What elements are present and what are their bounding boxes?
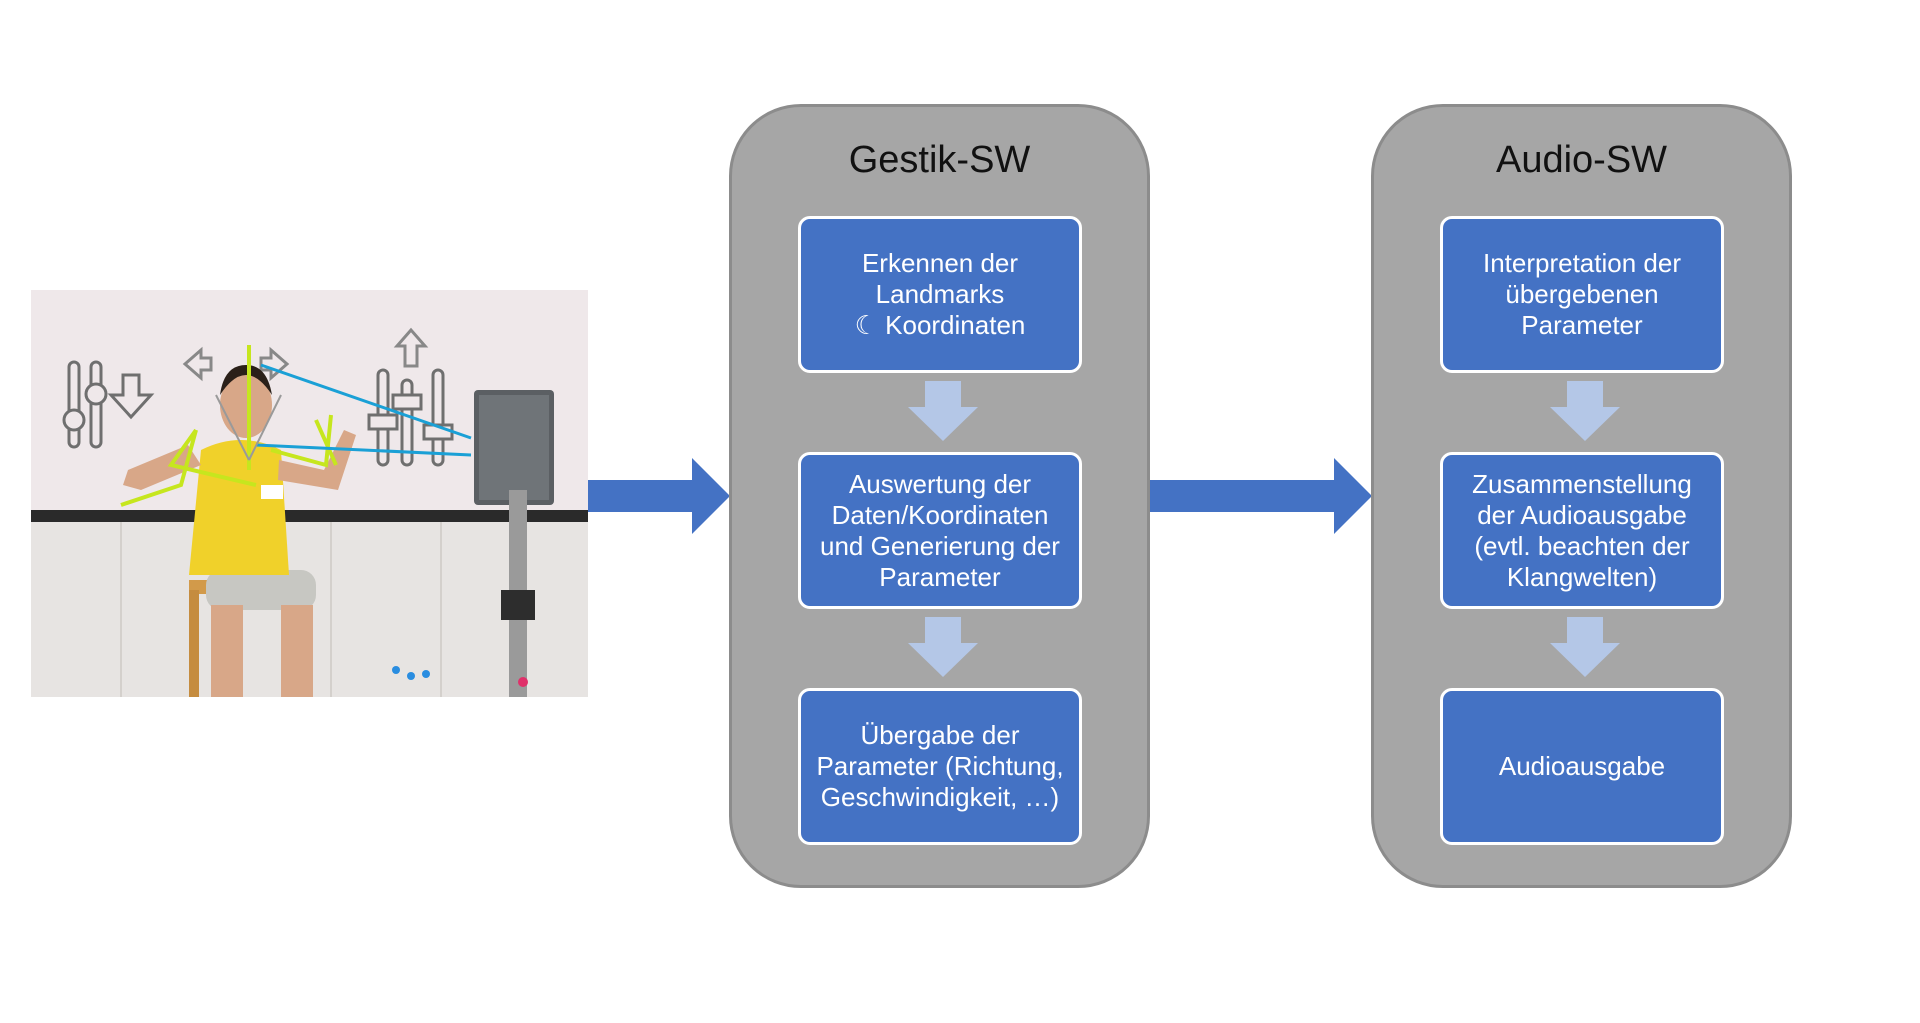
gestik-sw-panel: Gestik-SW Erkennen der Landmarks ☾ Koord… <box>729 104 1150 888</box>
gestik-step-landmarks: Erkennen der Landmarks ☾ Koordinaten <box>798 216 1082 373</box>
audio-step-arrow-1 <box>1550 381 1620 441</box>
audio-sw-panel: Audio-SW Interpretation der übergebenen … <box>1371 104 1792 888</box>
audio-step-output: Audioausgabe <box>1440 688 1724 845</box>
audio-step-composition-label: Zusammenstellung der Audioausgabe (evtl.… <box>1472 468 1692 592</box>
gestik-step-evaluation: Auswertung der Daten/Koordinaten und Gen… <box>798 452 1082 609</box>
flow-arrow-photo-to-gestik <box>588 458 730 534</box>
gestik-step-landmarks-label: Erkennen der Landmarks ☾ Koordinaten <box>854 248 1026 340</box>
audio-step-arrow-2 <box>1550 617 1620 677</box>
gestik-step-transfer: Übergabe der Parameter (Richtung, Geschw… <box>798 688 1082 845</box>
audio-step-interpretation: Interpretation der übergebenen Parameter <box>1440 216 1724 373</box>
audio-sw-title: Audio-SW <box>1495 139 1668 181</box>
gesture-tracking-photo <box>31 290 588 697</box>
gestik-step-arrow-1 <box>908 381 978 441</box>
gestik-step-evaluation-label: Auswertung der Daten/Koordinaten und Gen… <box>820 468 1060 592</box>
audio-step-output-label: Audioausgabe <box>1498 751 1666 781</box>
gestik-step-arrow-2 <box>908 617 978 677</box>
gestik-step-transfer-label: Übergabe der Parameter (Richtung, Geschw… <box>816 720 1064 812</box>
gestik-sw-title: Gestik-SW <box>848 139 1031 181</box>
audio-step-interpretation-label: Interpretation der übergebenen Parameter <box>1482 248 1681 340</box>
audio-step-composition: Zusammenstellung der Audioausgabe (evtl.… <box>1440 452 1724 609</box>
flow-arrow-gestik-to-audio <box>1149 458 1372 534</box>
